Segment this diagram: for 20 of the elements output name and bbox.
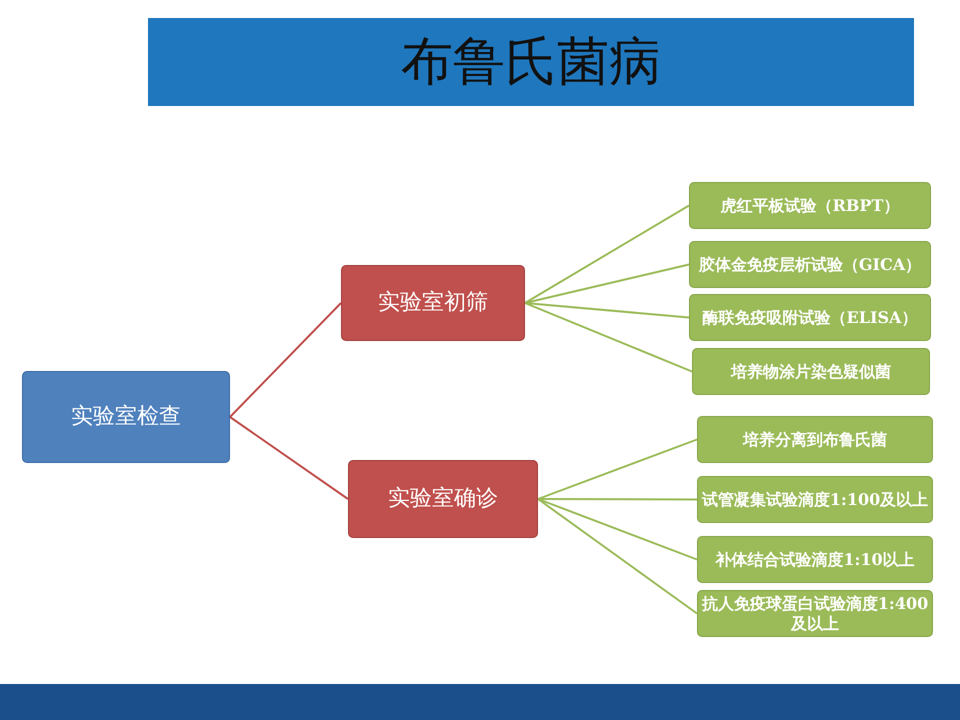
process-box: 试管凝集试验滴度1:100及以上 [697, 476, 933, 523]
process-box: 实验室检查 [22, 371, 230, 463]
connector-line [524, 302, 692, 372]
connector-line [524, 302, 690, 318]
process-box: 酶联免疫吸附试验（ELISA） [689, 294, 931, 341]
process-box: 补体结合试验滴度1:10以上 [697, 536, 933, 583]
process-box: 实验室确诊 [348, 460, 538, 538]
connector-line [229, 416, 349, 500]
connector-line [229, 302, 342, 418]
process-box: 培养分离到布鲁氏菌 [697, 416, 933, 463]
connector-line [524, 204, 690, 304]
process-box: 抗人免疫球蛋白试验滴度1:400及以上 [697, 590, 933, 637]
process-box: 实验室初筛 [341, 265, 525, 341]
process-box: 培养物涂片染色疑似菌 [692, 348, 930, 395]
title: 布鲁氏菌病 [401, 31, 661, 94]
connector-line [538, 438, 698, 500]
process-box: 胶体金免疫层析试验（GICA） [689, 241, 931, 288]
process-box: 虎红平板试验（RBPT） [689, 182, 931, 229]
connector-line [538, 498, 697, 500]
connector-line [537, 498, 698, 614]
